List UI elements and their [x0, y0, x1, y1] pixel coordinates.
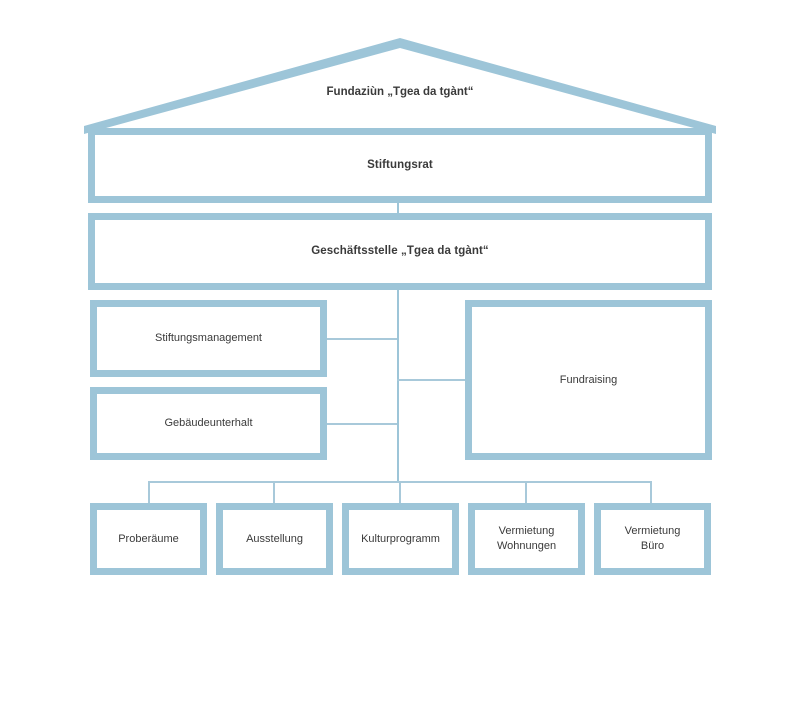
node-kulturprogramm-label: Kulturprogramm: [355, 532, 446, 547]
node-vermietung-buero-label: Vermietung Büro: [619, 524, 687, 554]
node-gebaeudeunterhalt-label: Gebäudeunterhalt: [164, 417, 253, 430]
node-vermietung-wohnungen-line1: Vermietung: [498, 525, 555, 538]
node-gebaeudeunterhalt[interactable]: Gebäudeunterhalt: [90, 387, 327, 460]
node-vermietung-wohnungen[interactable]: Vermietung Wohnungen: [468, 503, 585, 575]
node-proberaeume-label: Proberäume: [112, 532, 185, 547]
connector-spine-to-stiftungsmanagement: [327, 338, 397, 340]
node-proberaeume[interactable]: Proberäume: [90, 503, 207, 575]
node-vermietung-wohnungen-label: Vermietung Wohnungen: [491, 524, 562, 554]
node-fundraising-label: Fundraising: [559, 373, 618, 386]
node-vermietung-wohnungen-line2: Wohnungen: [496, 540, 557, 552]
connector-drop-kulturprogramm: [399, 481, 401, 503]
connector-spine: [397, 290, 399, 481]
foundation-title: Fundaziùn „Tgea da tgànt“: [326, 86, 474, 98]
connector-spine-to-fundraising: [397, 379, 465, 381]
node-geschaeftsstelle[interactable]: Geschäftsstelle „Tgea da tgànt“: [88, 213, 712, 290]
node-stiftungsrat-label: Stiftungsrat: [367, 158, 433, 171]
connector-drop-proberaeume: [148, 481, 150, 503]
node-ausstellung-line1: Ausstellung: [246, 532, 303, 545]
connector-spine-to-gebaeudeunterhalt: [327, 423, 397, 425]
node-vermietung-buero-line1: Vermietung: [624, 525, 681, 538]
connector-board-to-office: [397, 203, 399, 213]
node-ausstellung[interactable]: Ausstellung: [216, 503, 333, 575]
node-kulturprogramm[interactable]: Kulturprogramm: [342, 503, 459, 575]
node-vermietung-buero[interactable]: Vermietung Büro: [594, 503, 711, 575]
connector-drop-vermietung-buero: [650, 481, 652, 503]
connector-drop-ausstellung: [273, 481, 275, 503]
node-stiftungsmanagement[interactable]: Stiftungsmanagement: [90, 300, 327, 377]
node-stiftungsmanagement-label: Stiftungsmanagement: [154, 332, 262, 345]
node-fundraising[interactable]: Fundraising: [465, 300, 712, 460]
connector-drop-vermietung-wohnungen: [525, 481, 527, 503]
node-ausstellung-label: Ausstellung: [240, 532, 309, 547]
node-kulturprogramm-line1: Kulturprogramm: [361, 532, 440, 545]
node-stiftungsrat[interactable]: Stiftungsrat: [88, 128, 712, 203]
node-geschaeftsstelle-label: Geschäftsstelle „Tgea da tgànt“: [311, 244, 489, 257]
node-proberaeume-line1: Proberäume: [118, 532, 179, 545]
node-vermietung-buero-line2: Büro: [640, 540, 665, 552]
